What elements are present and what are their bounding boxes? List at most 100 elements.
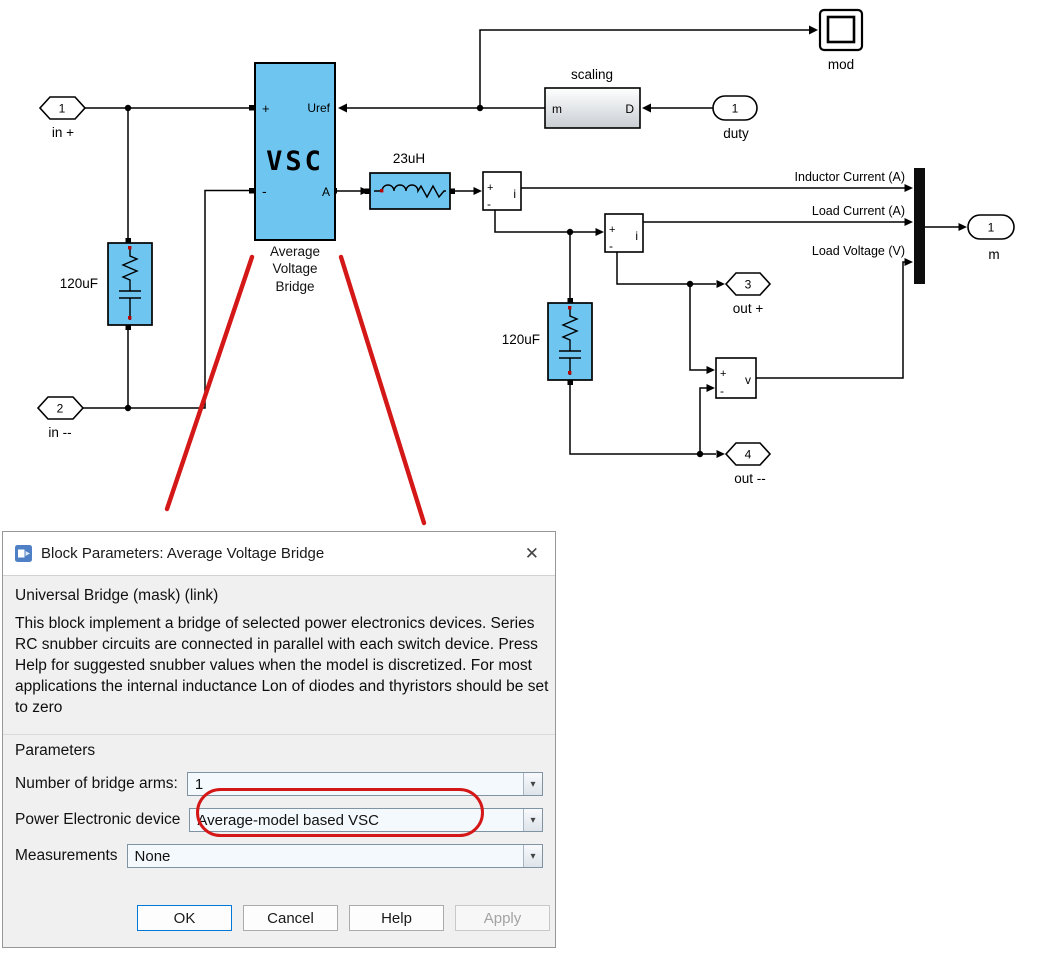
vsc-port-uref-label: Uref — [307, 101, 330, 115]
chevron-down-icon[interactable]: ▾ — [523, 845, 542, 868]
arrowhead — [706, 366, 715, 374]
junction-dot — [476, 104, 484, 112]
voltmeter-minus: - — [720, 384, 724, 398]
in-minus-number: 2 — [57, 402, 64, 416]
junction-dot — [696, 450, 704, 458]
current2-plus: + — [609, 224, 615, 236]
bridge-arms-value: 1 — [194, 775, 204, 793]
measurements-row: Measurements None ▾ — [15, 844, 543, 869]
bridge-arms-select[interactable]: 1 ▾ — [186, 772, 543, 797]
out-plus-label: out + — [733, 301, 764, 316]
block-parameters-dialog: Block Parameters: Average Voltage Bridge… — [2, 531, 556, 948]
wire-load-voltage — [756, 261, 906, 379]
capacitor1-symbol — [119, 248, 141, 320]
power-device-select[interactable]: Average-model based VSC ▾ — [189, 808, 543, 833]
arrowhead — [904, 218, 913, 226]
cancel-button[interactable]: Cancel — [243, 905, 338, 931]
dialog-titlebar[interactable]: Block Parameters: Average Voltage Bridge… — [3, 532, 555, 576]
symbol-terminal — [380, 189, 384, 193]
power-device-label: Power Electronic device — [15, 811, 181, 829]
red-callout-line-right — [338, 254, 427, 526]
capacitor2-symbol — [559, 308, 581, 375]
in-plus-port[interactable] — [38, 96, 87, 120]
junction-dot — [124, 404, 132, 412]
port-square — [449, 188, 455, 194]
port-square — [249, 105, 255, 111]
scaling-block[interactable] — [544, 87, 641, 129]
port-square — [125, 324, 131, 330]
symbol-terminal — [128, 316, 132, 320]
close-icon[interactable]: ✕ — [524, 543, 539, 563]
apply-button[interactable]: Apply — [455, 905, 550, 931]
m-outport[interactable] — [967, 214, 1015, 240]
duty-inport[interactable] — [712, 95, 758, 121]
arrowhead — [716, 450, 725, 458]
chevron-down-icon[interactable]: ▾ — [523, 809, 542, 832]
chevron-down-icon[interactable]: ▾ — [523, 773, 542, 796]
m-number: 1 — [988, 221, 995, 235]
signal-label-load-voltage: Load Voltage (V) — [812, 244, 905, 258]
vsc-port-a-label: A — [322, 185, 330, 199]
arrowhead — [338, 103, 347, 113]
out-plus-number: 3 — [745, 278, 752, 292]
section-divider — [3, 734, 555, 736]
symbol-terminal — [568, 371, 572, 375]
vsc-port-minus-label: - — [262, 183, 267, 199]
inductor-symbol — [374, 184, 446, 199]
port-square — [567, 379, 573, 385]
vsc-block[interactable] — [254, 62, 336, 241]
measurements-select[interactable]: None ▾ — [126, 844, 543, 869]
junction-dot — [566, 228, 574, 236]
signal-label-load-current: Load Current (A) — [812, 204, 905, 218]
help-button[interactable]: Help — [349, 905, 444, 931]
wire-to-out-minus — [569, 385, 716, 455]
scaling-caption: scaling — [571, 67, 613, 82]
in-minus-label: in -- — [48, 425, 71, 440]
ok-button[interactable]: OK — [137, 905, 232, 931]
red-callout-line-left — [164, 254, 255, 512]
voltage-sensor[interactable] — [715, 357, 757, 399]
scaling-port-d: D — [625, 102, 634, 116]
arrowhead — [904, 184, 913, 192]
m-label: m — [988, 247, 999, 262]
arrowhead — [809, 25, 818, 35]
arrowhead — [706, 384, 715, 392]
port-square — [125, 238, 131, 244]
wire-in-plus-net — [85, 107, 249, 408]
junction-dot — [124, 104, 132, 112]
measurements-label: Measurements — [15, 847, 118, 865]
wire-series-to-cap2 — [494, 210, 596, 298]
dialog-title: Block Parameters: Average Voltage Bridge — [41, 545, 325, 562]
wire-in-minus-net — [83, 189, 249, 409]
arrowhead — [595, 228, 604, 236]
junction-dot — [686, 280, 694, 288]
wire-uref-net — [346, 29, 810, 109]
parameters-section-header: Parameters — [15, 742, 96, 760]
arrowhead — [473, 187, 482, 195]
symbol-terminal — [128, 246, 132, 250]
scope-screen — [826, 15, 856, 44]
duty-label: duty — [723, 126, 749, 141]
vsc-port-plus-label: + — [262, 101, 270, 116]
in-plus-label: in + — [52, 125, 74, 140]
in-plus-number: 1 — [59, 102, 66, 116]
current-sensor-1[interactable] — [482, 171, 522, 211]
wire-to-out-plus — [616, 252, 716, 371]
bridge-arms-label: Number of bridge arms: — [15, 775, 178, 793]
current1-plus: + — [487, 182, 493, 194]
mux[interactable] — [914, 168, 925, 284]
scaling-port-m: m — [552, 102, 562, 116]
current-sensor-2[interactable] — [604, 213, 644, 253]
simulink-diagram-canvas: VSC + Uref - A + - i + - i + - v m D — [36, 8, 1015, 526]
current1-minus: - — [487, 197, 491, 211]
out-minus-port[interactable] — [724, 442, 772, 466]
in-minus-port[interactable] — [36, 396, 85, 420]
current2-minus: - — [609, 239, 613, 253]
block-description: This block implement a bridge of selecte… — [15, 615, 549, 717]
inductor-value-label: 23uH — [393, 151, 425, 166]
out-plus-port[interactable] — [724, 272, 772, 296]
vsc-block-caption: Average Voltage Bridge — [269, 244, 321, 294]
symbol-terminal — [568, 306, 572, 310]
port-square — [364, 188, 370, 194]
